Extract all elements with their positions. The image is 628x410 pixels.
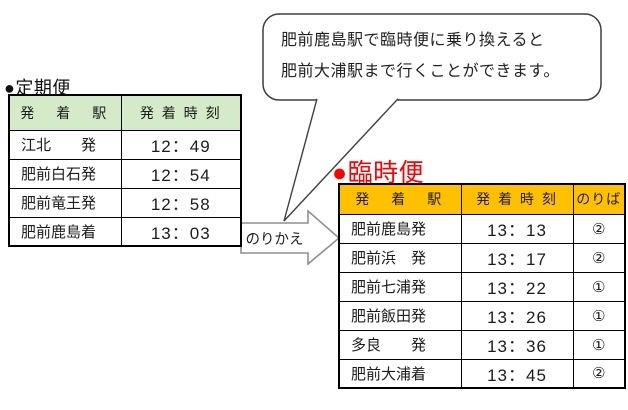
speech-bubble-tail <box>283 98 399 222</box>
time-cell: 13：13 <box>460 213 574 244</box>
station-cell: 肥前白石発 <box>8 158 122 189</box>
table-row: 肥前白石発 12：54 <box>8 158 242 189</box>
time-cell: 12：58 <box>120 187 242 218</box>
time-cell: 13：17 <box>460 242 574 273</box>
station-cell: 肥前鹿島発 <box>338 213 462 244</box>
regular-service-table: 発 着 駅 発 着 時 刻 江北 発 12：49 肥前白石発 12：54 肥前竜… <box>8 94 242 247</box>
transfer-arrow-label: のりかえ <box>245 231 304 248</box>
station-cell: 肥前大浦着 <box>338 358 462 389</box>
table-row: 肥前鹿島発 13：13 ② <box>338 213 626 244</box>
platform-cell: ① <box>572 300 626 331</box>
special-header-row: 発 着 駅 発 着 時 刻 のりば <box>338 183 626 215</box>
regular-header-time: 発 着 時 刻 <box>120 94 242 131</box>
regular-header-row: 発 着 駅 発 着 時 刻 <box>8 94 242 131</box>
speech-bubble-line1: 肥前鹿島駅で臨時便に乗り換えると <box>281 32 545 49</box>
speech-bubble-shape <box>262 13 602 101</box>
special-header-time: 発 着 時 刻 <box>460 183 574 215</box>
time-cell: 13：36 <box>460 329 574 360</box>
time-cell: 13：22 <box>460 271 574 302</box>
station-cell: 肥前鹿島着 <box>8 216 122 247</box>
regular-header-station: 発 着 駅 <box>8 94 122 131</box>
table-row: 肥前浜 発 13：17 ② <box>338 242 626 273</box>
time-cell: 12：54 <box>120 158 242 189</box>
table-row: 肥前鹿島着 13：03 <box>8 216 242 247</box>
table-row: 肥前大浦着 13：45 ② <box>338 358 626 389</box>
platform-cell: ① <box>572 271 626 302</box>
time-cell: 13：26 <box>460 300 574 331</box>
special-header-platform: のりば <box>572 183 626 215</box>
station-cell: 肥前七浦発 <box>338 271 462 302</box>
speech-bubble-line2: 肥前大浦駅まで行くことができます。 <box>281 63 560 80</box>
table-row: 肥前七浦発 13：22 ① <box>338 271 626 302</box>
time-cell: 13：03 <box>120 216 242 247</box>
speech-bubble: 肥前鹿島駅で臨時便に乗り換えると 肥前大浦駅まで行くことができます。 <box>281 25 560 87</box>
special-service-table: 発 着 駅 発 着 時 刻 のりば 肥前鹿島発 13：13 ② 肥前浜 発 13… <box>338 183 626 389</box>
platform-cell: ② <box>572 242 626 273</box>
station-cell: 肥前飯田発 <box>338 300 462 331</box>
station-cell: 肥前浜 発 <box>338 242 462 273</box>
platform-cell: ① <box>572 329 626 360</box>
special-header-station: 発 着 駅 <box>338 183 462 215</box>
transfer-arrow-shape <box>240 209 341 266</box>
platform-cell: ② <box>572 213 626 244</box>
station-cell: 江北 発 <box>8 129 122 160</box>
time-cell: 13：45 <box>460 358 574 389</box>
station-cell: 肥前竜王発 <box>8 187 122 218</box>
regular-service-title: ●定期便 <box>4 78 71 98</box>
table-row: 肥前竜王発 12：58 <box>8 187 242 218</box>
table-row: 肥前飯田発 13：26 ① <box>338 300 626 331</box>
table-row: 多良 発 13：36 ① <box>338 329 626 360</box>
special-service-title: ●臨時便 <box>332 159 425 187</box>
platform-cell: ② <box>572 358 626 389</box>
time-cell: 12：49 <box>120 129 242 160</box>
station-cell: 多良 発 <box>338 329 462 360</box>
table-row: 江北 発 12：49 <box>8 129 242 160</box>
